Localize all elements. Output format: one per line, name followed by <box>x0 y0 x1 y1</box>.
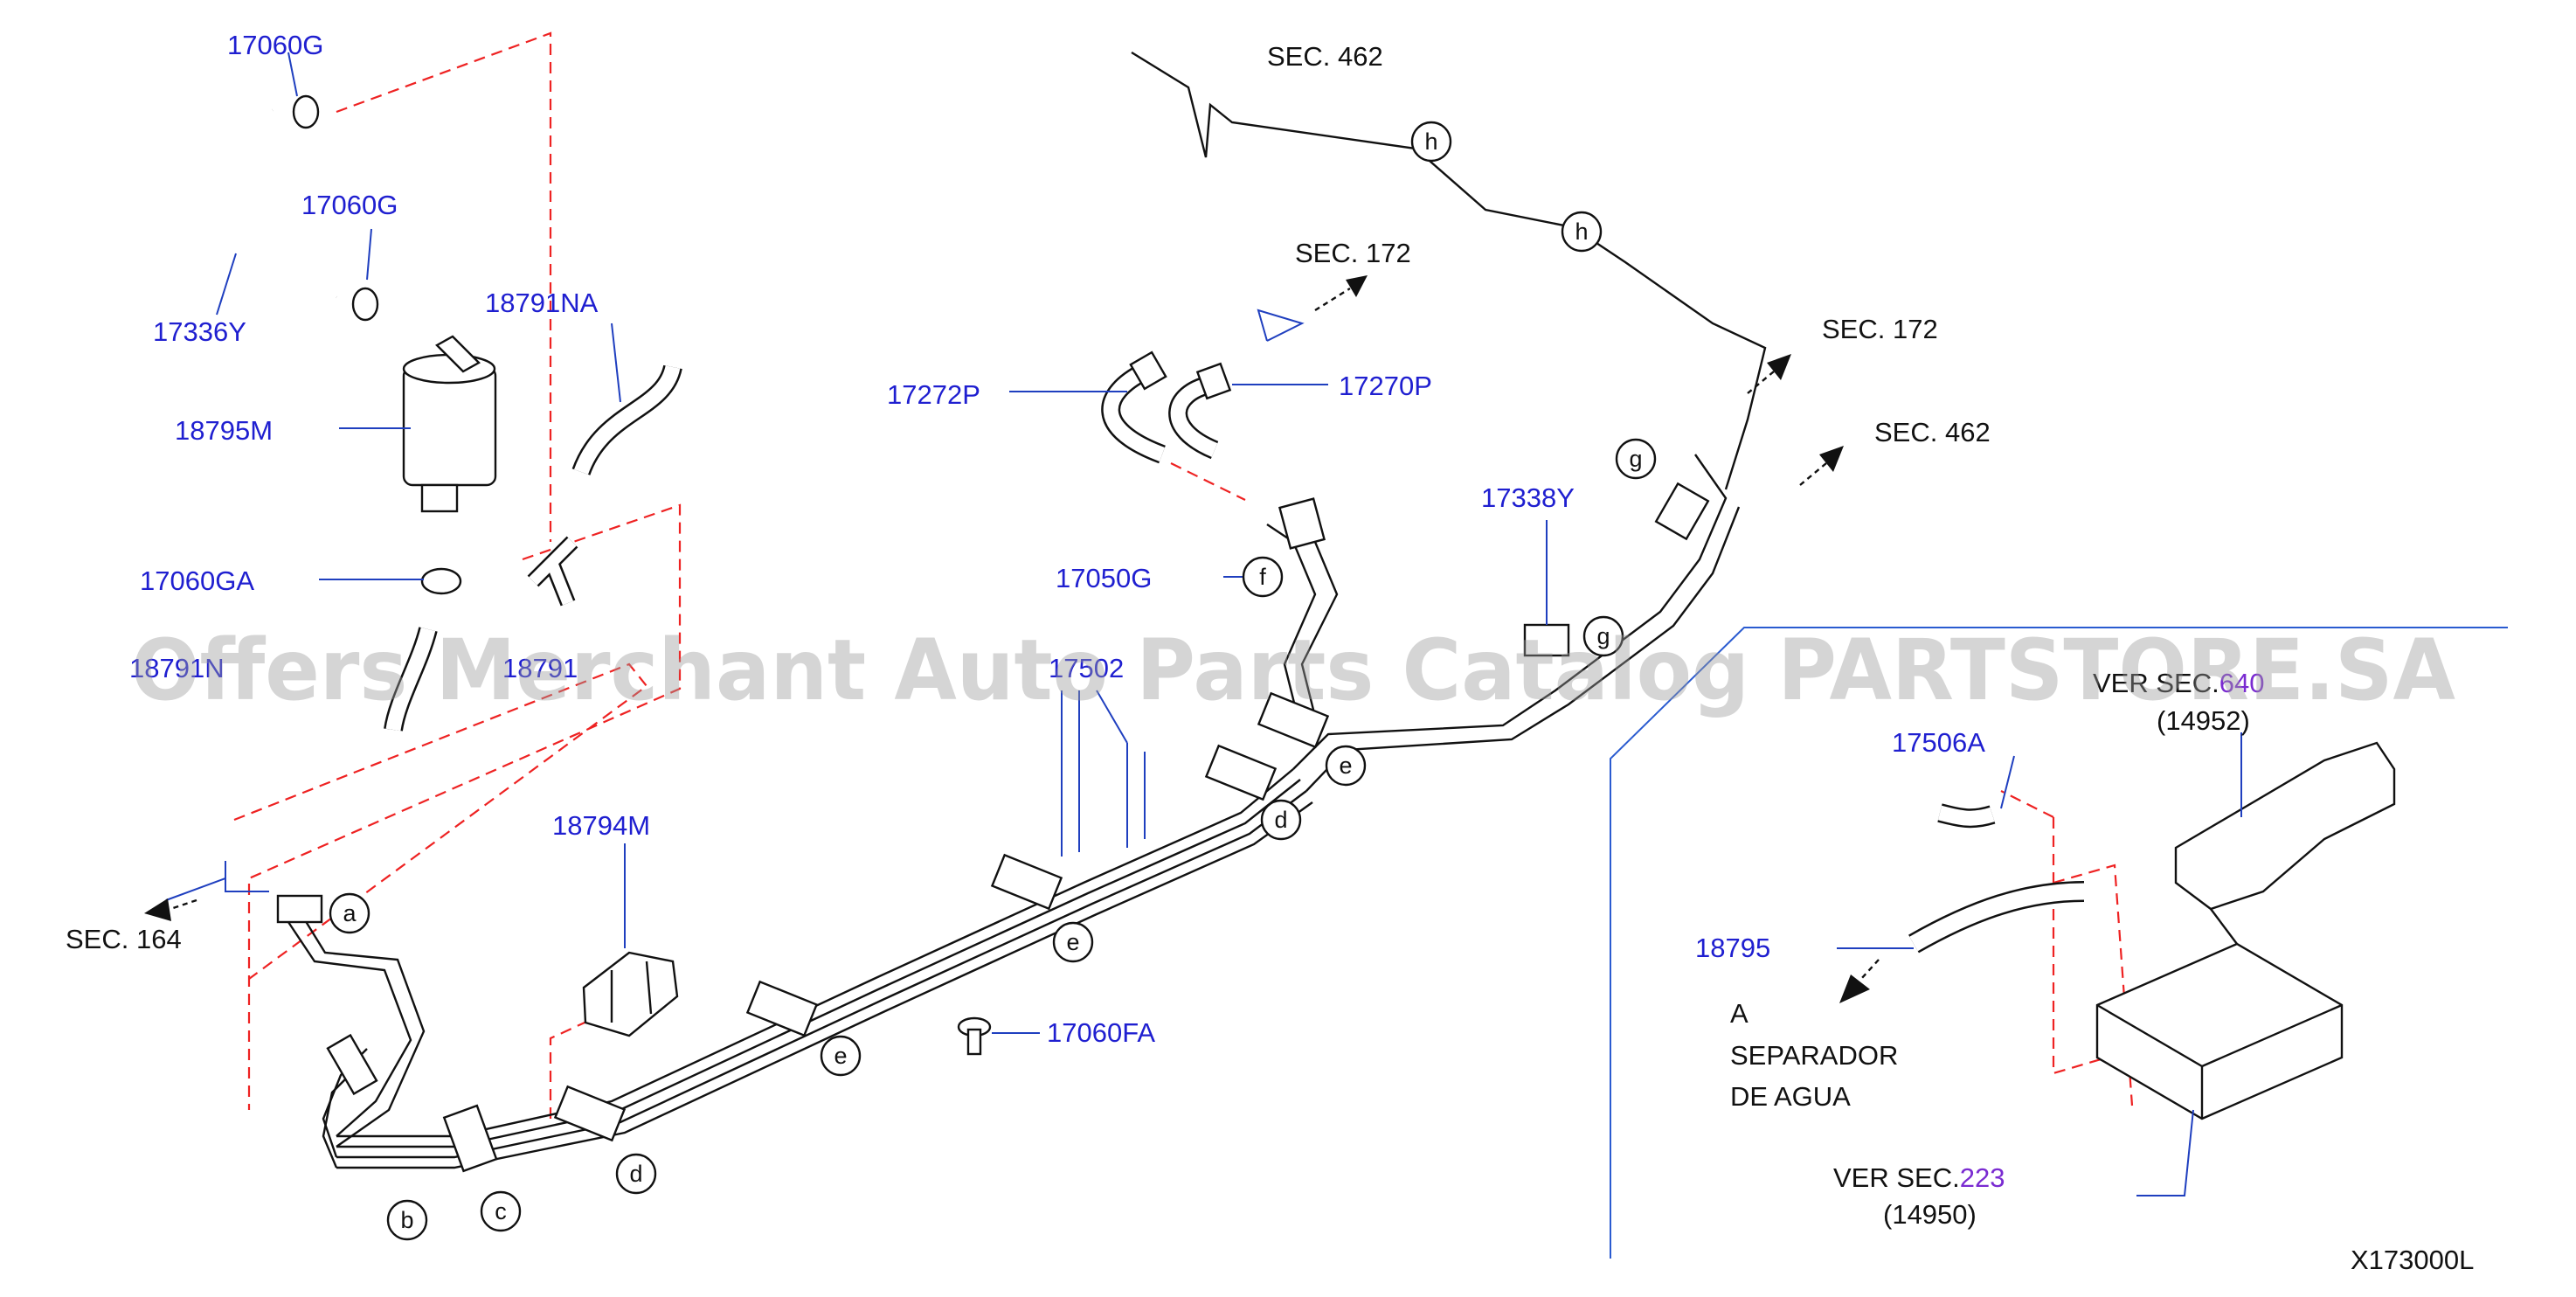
inset-border <box>1610 627 2508 1259</box>
arrow-separador <box>1839 959 1880 1003</box>
callout-c: c <box>495 1198 507 1224</box>
inset-parts <box>1908 741 2396 1120</box>
callout-f: f <box>1259 564 1266 590</box>
part-labels: 17060G 17060G 17336Y 18791NA 18795M 1706… <box>129 30 1985 1048</box>
tube-clips <box>276 482 1710 1173</box>
label-18791NA[interactable]: 18791NA <box>485 288 599 318</box>
label-17060G-mid[interactable]: 17060G <box>301 190 398 220</box>
callout-e-mid: e <box>1066 929 1079 955</box>
callout-circles: a b c d d e e e f g g h h <box>329 121 1657 1241</box>
ver-sec-223-code: (14950) <box>1883 1199 1977 1230</box>
label-18795M[interactable]: 18795M <box>175 415 273 446</box>
fuel-tube-bundle <box>279 51 1767 1169</box>
ver-sec-223[interactable]: VER SEC.223 <box>1833 1162 2005 1193</box>
label-17060FA[interactable]: 17060FA <box>1047 1017 1155 1048</box>
separator-note-line2: SEPARADOR <box>1730 1040 1898 1071</box>
label-17338Y[interactable]: 17338Y <box>1481 482 1575 513</box>
label-17060GA[interactable]: 17060GA <box>140 565 254 596</box>
label-17506A[interactable]: 17506A <box>1892 727 1985 758</box>
callout-h-right: h <box>1575 218 1588 245</box>
ver-sec-640-code: (14952) <box>2157 705 2250 736</box>
sec-ref-462-b[interactable]: SEC. 462 <box>1874 417 1991 447</box>
callout-d-lower: d <box>629 1161 642 1187</box>
sec-ref-462-top[interactable]: SEC. 462 <box>1267 41 1383 72</box>
label-17336Y[interactable]: 17336Y <box>153 316 246 347</box>
evap-hose-group <box>188 94 682 732</box>
hoses-17272P-17270P <box>1101 350 1232 464</box>
diagram-code: X173000L <box>2351 1245 2474 1275</box>
separator-note-line3: DE AGUA <box>1730 1081 1851 1112</box>
label-18795[interactable]: 18795 <box>1695 933 1770 963</box>
label-18791N-partial[interactable]: 18791N <box>129 653 225 683</box>
sec-ref-164[interactable]: SEC. 164 <box>66 924 182 954</box>
callout-e-lower: e <box>834 1043 847 1069</box>
phantom-lines <box>233 31 2134 1119</box>
label-18791-partial[interactable]: 18791 <box>502 653 578 683</box>
arrow-sec462-b <box>1799 446 1844 486</box>
leader-lines <box>165 52 2242 1196</box>
callout-g-lower: g <box>1596 623 1610 649</box>
separator-note-line1: A <box>1730 998 1748 1029</box>
label-17502-partial[interactable]: 17502 <box>1049 653 1124 683</box>
label-18794M[interactable]: 18794M <box>552 810 650 841</box>
label-17270P[interactable]: 17270P <box>1339 371 1432 401</box>
sec-ref-172-b[interactable]: SEC. 172 <box>1822 314 1938 344</box>
callout-g-upper: g <box>1629 446 1642 472</box>
direction-arrows <box>144 275 1880 1003</box>
arrow-sec164 <box>144 898 197 921</box>
ver-sec-640[interactable]: VER SEC.640 <box>2093 668 2264 698</box>
label-17050G[interactable]: 17050G <box>1056 563 1152 593</box>
callout-h-left: h <box>1424 128 1437 155</box>
arrow-sec172-a <box>1314 275 1368 312</box>
callout-e-upper: e <box>1339 753 1352 779</box>
callout-d-upper: d <box>1274 807 1287 833</box>
callout-a: a <box>343 900 357 926</box>
label-17272P[interactable]: 17272P <box>887 379 980 410</box>
sec-ref-172-a[interactable]: SEC. 172 <box>1295 238 1411 268</box>
label-17060G-top[interactable]: 17060G <box>227 30 323 60</box>
callout-b: b <box>400 1207 413 1233</box>
section-labels: SEC. 462 SEC. 172 SEC. 172 SEC. 462 SEC.… <box>66 41 2474 1275</box>
bracket-18794M <box>582 951 679 1037</box>
arrow-sec172-b <box>1747 354 1791 394</box>
watermark-text: Offers Merchant Auto Parts Catalog PARTS… <box>131 621 2455 719</box>
clip-17060FA <box>957 1016 992 1056</box>
